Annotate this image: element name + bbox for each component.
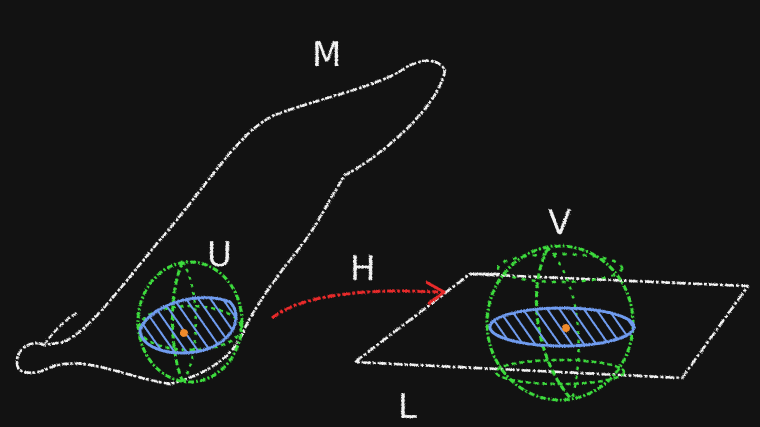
- subspace-plane: [353, 272, 750, 380]
- map-arrow: [271, 280, 446, 320]
- point-in-v: [562, 324, 570, 332]
- map-label: H: [350, 249, 376, 289]
- manifold-outline: [15, 59, 447, 386]
- chart-domain-label: U: [207, 235, 232, 275]
- slice-in-v: [488, 306, 636, 348]
- manifold-label: M: [312, 35, 341, 75]
- image-set-label: V: [548, 203, 571, 243]
- slice-in-u: [138, 296, 238, 355]
- subspace-label: L: [398, 387, 417, 427]
- point-in-u: [180, 329, 188, 337]
